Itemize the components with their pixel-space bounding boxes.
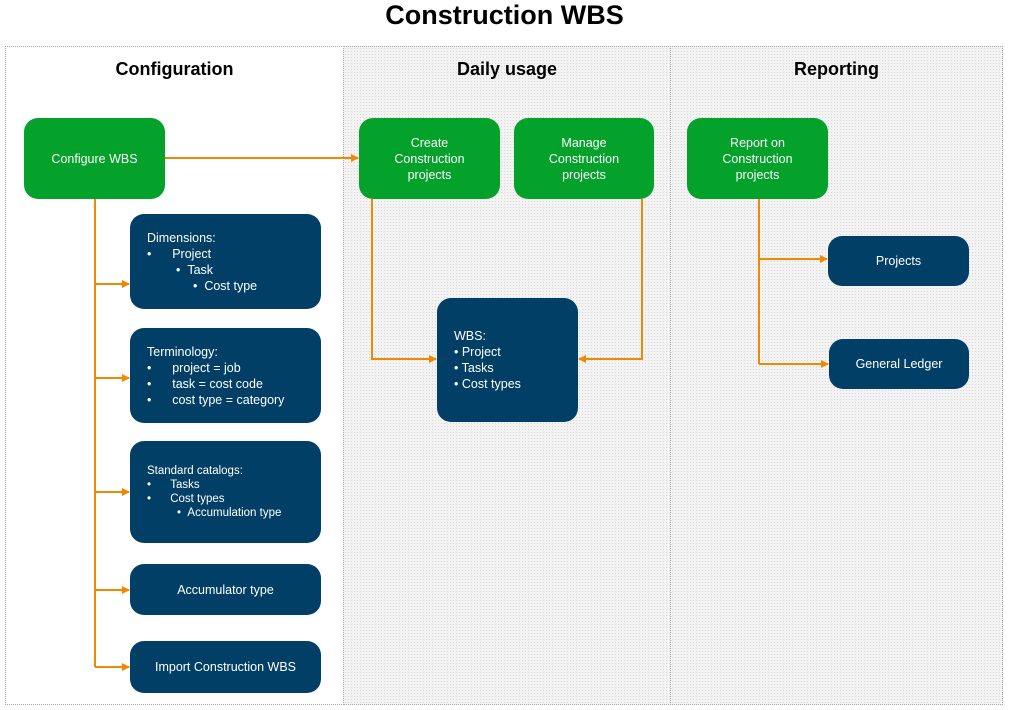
node-standard-catalogs: Standard catalogs: • Tasks • Cost types … (130, 441, 321, 543)
node-projects: Projects (828, 236, 969, 286)
node-create-projects: Create Construction projects (359, 118, 500, 199)
node-heading: WBS: (454, 329, 486, 343)
lane-title: Configuration (115, 59, 234, 79)
node-dimensions: Dimensions: • Project • Task • Cost type (130, 214, 321, 309)
arrow-manage-to-wbs (578, 199, 643, 363)
lane-title: Reporting (794, 59, 879, 79)
list-item: • Tasks (454, 361, 494, 375)
node-label: Manage Construction projects (548, 135, 620, 182)
node-manage-projects: Manage Construction projects (514, 118, 654, 199)
node-label: Configure WBS (51, 151, 138, 166)
list-item: Project (172, 246, 212, 261)
node-heading: Dimensions: (147, 230, 216, 245)
node-accumulator-type: Accumulator type (130, 564, 321, 615)
node-label: Projects (875, 254, 922, 268)
node-label: Import Construction WBS (154, 660, 296, 674)
list-item: task = cost code (172, 376, 263, 391)
list-item: Cost types (170, 493, 225, 505)
node-general-ledger: General Ledger (829, 339, 969, 389)
node-heading: Standard catalogs: (147, 465, 243, 477)
node-import-construction-wbs: Import Construction WBS (130, 641, 321, 693)
list-item: Task (187, 262, 214, 277)
node-terminology: Terminology: • project = job • task = co… (130, 328, 321, 423)
node-label: Create Construction projects (394, 135, 465, 182)
list-item: • Cost types (454, 377, 521, 391)
list-item: project = job (172, 360, 241, 375)
node-label: Report on Construction projects (722, 135, 793, 182)
node-wbs: WBS: • Project • Tasks • Cost types (437, 298, 578, 422)
list-item: cost type = category (172, 392, 285, 407)
diagram-title: Construction WBS (385, 0, 624, 30)
node-configure-wbs: Configure WBS (24, 118, 165, 199)
list-item: Tasks (170, 479, 200, 491)
list-item: • Project (454, 345, 501, 359)
list-item: Cost type (204, 278, 258, 293)
list-item: Accumulation type (187, 507, 282, 519)
node-label: General Ledger (855, 357, 943, 371)
node-report-projects: Report on Construction projects (687, 118, 828, 199)
node-heading: Terminology: (147, 344, 218, 359)
arrow-create-to-wbs (371, 199, 437, 363)
node-label: Accumulator type (177, 582, 274, 597)
lane-title: Daily usage (456, 59, 558, 79)
